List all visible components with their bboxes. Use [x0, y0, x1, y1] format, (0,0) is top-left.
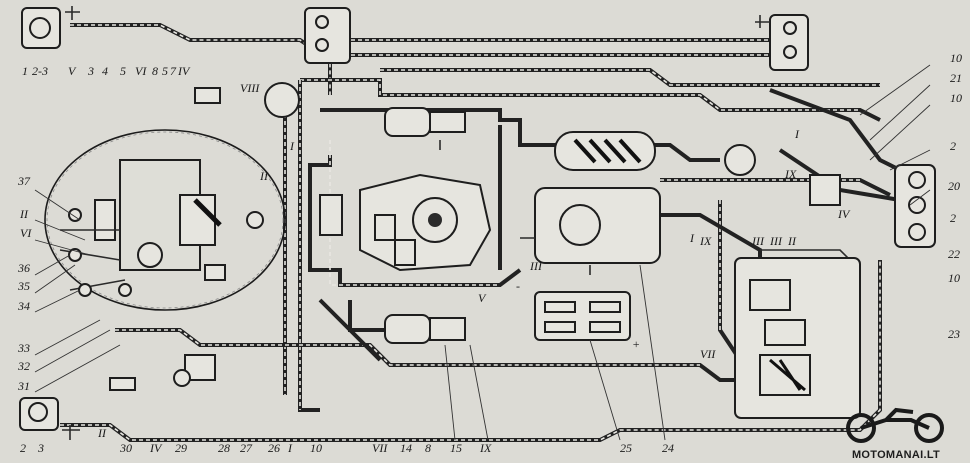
label: VI	[135, 64, 147, 78]
label: VI	[20, 226, 32, 240]
label: III	[769, 234, 783, 248]
generator	[520, 187, 661, 275]
turn-signal-right	[894, 164, 936, 248]
label: IV	[837, 207, 851, 221]
neutral-lamp	[194, 82, 300, 118]
label: 34	[17, 299, 30, 313]
label: VII	[700, 347, 716, 361]
label: 20	[948, 179, 960, 193]
label: 21	[950, 71, 962, 85]
watermark: MOTOMANAI.LT	[826, 406, 966, 461]
label: V	[68, 64, 77, 78]
watermark-text: MOTOMANAI.LT	[851, 449, 941, 461]
label: II	[259, 169, 269, 183]
label: I	[289, 139, 295, 153]
label: 8	[152, 64, 158, 78]
label: 3	[37, 441, 44, 455]
label: 10	[950, 51, 962, 65]
label: IX	[479, 441, 492, 455]
label: 15	[450, 441, 462, 455]
label: 37	[17, 174, 31, 188]
label: 10	[950, 91, 962, 105]
label: 30	[119, 441, 132, 455]
label: VIII	[240, 81, 260, 95]
label: +	[632, 337, 640, 351]
label: 10	[310, 441, 322, 455]
headlight-assembly	[44, 129, 286, 311]
labels: 1 2-3 V 3 4 5 VI 8 5 7 IV VIII II 37 II …	[17, 51, 962, 455]
label: 29	[175, 441, 187, 455]
label: 10	[948, 271, 960, 285]
label: 36	[17, 261, 30, 275]
label: -	[516, 279, 520, 293]
distributor	[319, 173, 492, 272]
label: 35	[17, 279, 30, 293]
label: IV	[149, 441, 163, 455]
voltage-regulator	[734, 257, 861, 419]
label: I	[287, 441, 293, 455]
label: 24	[662, 441, 674, 455]
brake-switch	[724, 144, 756, 176]
label: I	[794, 127, 800, 141]
label: II	[97, 426, 107, 440]
label: II	[787, 234, 797, 248]
label: 27	[240, 441, 253, 455]
connector-top-center	[304, 7, 351, 64]
label: IV	[177, 64, 191, 78]
label: 22	[948, 247, 960, 261]
label: V	[478, 291, 487, 305]
label: 4	[102, 64, 108, 78]
label: III	[529, 259, 543, 273]
label: 23	[948, 327, 960, 341]
label: 3	[87, 64, 94, 78]
label: 5	[162, 64, 168, 78]
label: 14	[400, 441, 412, 455]
fuse-block	[534, 291, 631, 341]
motorcycle-icon	[846, 407, 944, 443]
label: 2	[20, 441, 26, 455]
label: 8	[425, 441, 431, 455]
label: 5	[120, 64, 126, 78]
label: I	[689, 231, 695, 245]
label: 31	[17, 379, 30, 393]
label: VII	[372, 441, 388, 455]
label: 2	[950, 139, 956, 153]
label: 32	[17, 359, 30, 373]
label: 1	[22, 64, 28, 78]
label: 7	[170, 64, 177, 78]
label: 2-3	[32, 64, 48, 78]
rear-lamp-top-left	[21, 6, 80, 49]
horn-bottom	[384, 314, 466, 344]
label: 28	[218, 441, 230, 455]
label: 26	[268, 441, 280, 455]
rear-connector-right	[809, 174, 841, 206]
label: IX	[699, 234, 712, 248]
starter-switch	[109, 354, 216, 391]
connector-top-right	[755, 14, 809, 71]
label: 25	[620, 441, 632, 455]
label: IX	[784, 167, 797, 181]
label: III	[751, 234, 765, 248]
ignition-coil	[554, 131, 656, 171]
label: 33	[17, 341, 30, 355]
label: 2	[950, 211, 956, 225]
label: II	[19, 207, 29, 221]
horn-top	[384, 107, 466, 150]
rear-lamp-bottom-left	[19, 397, 80, 440]
